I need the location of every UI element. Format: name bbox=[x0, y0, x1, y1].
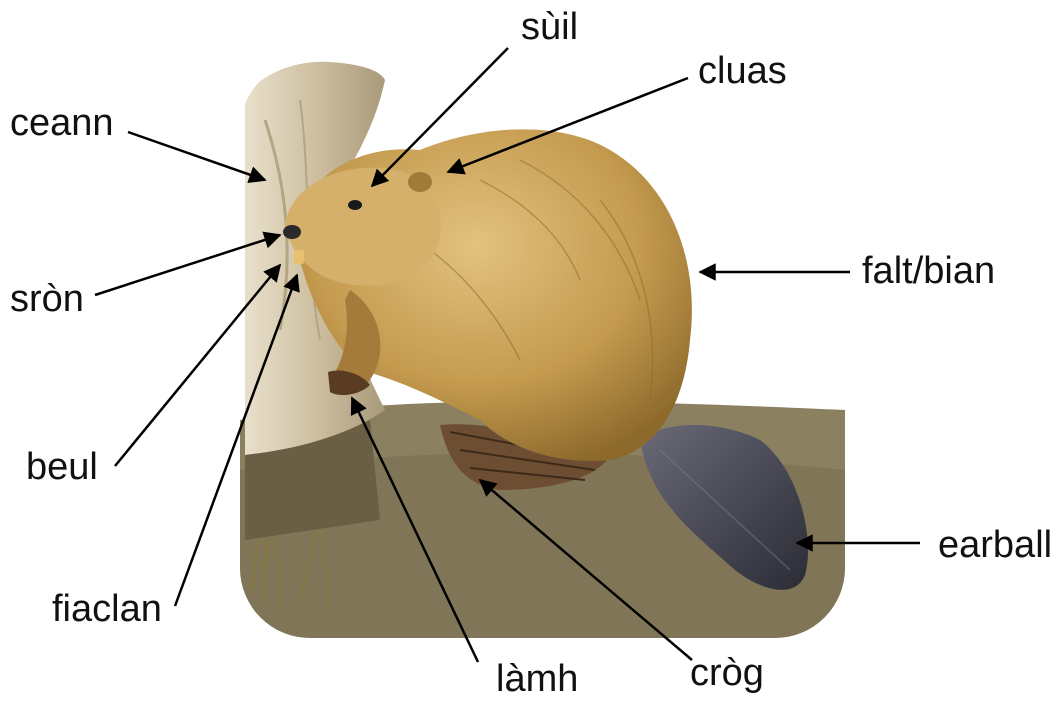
label-ear: cluas bbox=[698, 52, 787, 90]
beaver-nose bbox=[283, 225, 301, 239]
beaver-teeth bbox=[294, 250, 304, 264]
label-claw: cròg bbox=[690, 654, 764, 692]
beaver-ear bbox=[408, 172, 432, 192]
label-teeth: fiaclan bbox=[52, 590, 162, 628]
beaver-eye bbox=[348, 200, 362, 210]
label-nose: sròn bbox=[10, 280, 84, 318]
label-mouth: beul bbox=[26, 448, 98, 486]
label-eye: sùil bbox=[521, 8, 578, 46]
label-fur: falt/bian bbox=[862, 252, 995, 290]
label-tail: earball bbox=[938, 526, 1052, 564]
label-head: ceann bbox=[10, 104, 114, 142]
label-hand: làmh bbox=[496, 660, 578, 698]
